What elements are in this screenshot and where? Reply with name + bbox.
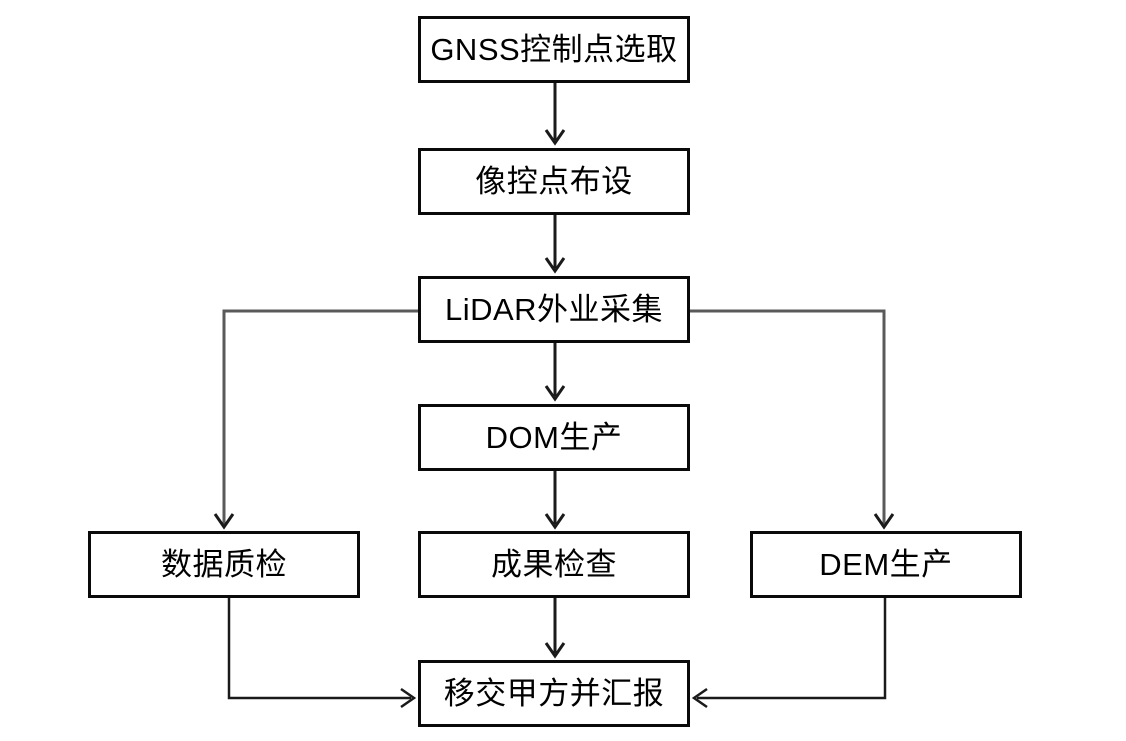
node-dem-production[interactable]: DEM生产 (750, 531, 1022, 598)
node-label: GNSS控制点选取 (430, 32, 678, 67)
node-deliver-to-client-and-report[interactable]: 移交甲方并汇报 (418, 660, 690, 727)
edge-dom-to-result (544, 471, 566, 530)
node-label: 数据质检 (161, 547, 287, 582)
node-gnss-control-point-selection[interactable]: GNSS控制点选取 (418, 16, 690, 83)
node-label: 移交甲方并汇报 (443, 676, 665, 711)
edge-dem-to-deliver (691, 598, 887, 709)
node-label: DOM生产 (485, 420, 623, 455)
node-result-check[interactable]: 成果检查 (418, 531, 690, 598)
edge-control-to-lidar (544, 215, 566, 274)
node-data-quality-inspection[interactable]: 数据质检 (88, 531, 360, 598)
node-lidar-field-collection[interactable]: LiDAR外业采集 (418, 276, 690, 343)
edge-quality-to-deliver (227, 598, 417, 709)
node-image-control-point-layout[interactable]: 像控点布设 (418, 148, 690, 215)
edge-lidar-to-dom (544, 343, 566, 402)
edge-lidar-to-dem (690, 309, 895, 530)
edge-lidar-to-quality (213, 309, 418, 530)
node-label: 成果检查 (491, 547, 617, 582)
edge-gnss-to-control (544, 83, 566, 146)
node-dom-production[interactable]: DOM生产 (418, 404, 690, 471)
edge-result-to-deliver (544, 598, 566, 659)
node-label: DEM生产 (819, 547, 953, 582)
node-label: LiDAR外业采集 (444, 292, 664, 327)
node-label: 像控点布设 (475, 164, 633, 199)
